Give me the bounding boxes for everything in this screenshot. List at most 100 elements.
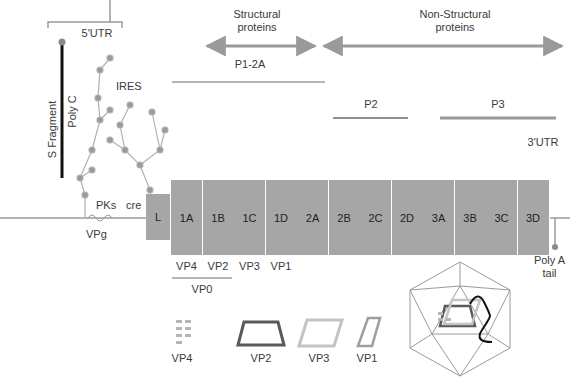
capsid-contents-part: [444, 300, 480, 324]
group-heading: Non-Structural proteins: [405, 8, 505, 34]
vp1-shape: [358, 318, 380, 346]
region-bars-part: [172, 82, 325, 83]
gene-box: 1C: [234, 180, 266, 255]
capsid-icosahedron: [410, 262, 510, 376]
vp3-shape: [299, 320, 342, 346]
region-bars-part: [440, 117, 556, 120]
element-label: IRES: [116, 80, 148, 93]
protein-label: VP1: [352, 352, 382, 365]
s-fragment-bar-part: [61, 44, 64, 178]
gene-name: 2B: [337, 212, 350, 224]
gene-name: 2C: [368, 212, 382, 224]
gene-name: 1C: [242, 212, 256, 224]
rna-structure-part: [122, 147, 128, 153]
protein-label: VP2: [241, 352, 281, 365]
rna-structure-part: [152, 112, 160, 150]
rna-structure-part: [149, 109, 155, 115]
rna-structure-part: [95, 95, 101, 101]
pseudoknots-part: [88, 215, 112, 221]
poly-a-tail-part: [552, 244, 558, 250]
element-label: Poly A tail: [531, 254, 568, 280]
vp4-shape-part: [176, 327, 182, 330]
vp2-shape-part: [238, 322, 284, 345]
capsid-icosahedron-part: [410, 286, 460, 290]
protein-range-arrows: [207, 45, 562, 48]
protein-range-arrows-part: [324, 45, 562, 48]
polyprotein-label: P3: [485, 98, 511, 111]
protein-label: VP4: [171, 260, 202, 273]
rna-structure-part: [82, 192, 88, 198]
capsid-contents-part: [438, 318, 443, 321]
rna-structure-part: [162, 127, 168, 133]
protein-range-arrows-part: [207, 45, 315, 48]
gene-box: 1B: [203, 180, 235, 255]
element-label: cre: [126, 199, 148, 212]
gene-box: 3C: [486, 180, 518, 255]
gene-name: 3C: [494, 212, 508, 224]
rna-structure-part: [89, 167, 95, 173]
rna-structure-part: [127, 102, 133, 108]
capsid-icosahedron-part: [460, 262, 461, 286]
gene-name: 2A: [306, 212, 319, 224]
gene-box: 2D: [392, 180, 424, 255]
region-bars-part: [172, 278, 232, 279]
vp4-shape-part: [185, 327, 191, 330]
gene-name: 1A: [180, 212, 193, 224]
vp4-shape-part: [176, 334, 182, 337]
vp4-shape-part: [176, 341, 182, 344]
capsid-icosahedron-part: [410, 290, 432, 334]
gene-box: 2B: [329, 180, 361, 255]
rna-structure-part: [147, 187, 153, 193]
rna-structure-part: [80, 58, 110, 218]
rna-structure-part: [157, 147, 163, 153]
polyprotein-label: P2: [358, 98, 384, 111]
vp1-shape-part: [358, 318, 380, 346]
poly-a-tail: [552, 218, 558, 250]
s-fragment-bar-part: [59, 39, 66, 46]
region-label: 3'UTR: [522, 136, 564, 149]
rna-structure-part: [97, 117, 103, 123]
protein-label: VP0: [172, 283, 232, 296]
element-label: PKs: [96, 199, 120, 212]
capsid-icosahedron-part: [460, 286, 510, 290]
rna-structure-part: [107, 137, 113, 143]
gene-box: 1A: [171, 180, 203, 255]
region-bars: [172, 82, 556, 278]
rna-structure-part: [97, 67, 103, 73]
capsid-icosahedron-part: [432, 334, 460, 376]
gene-box: 1D: [266, 180, 298, 255]
gene-name: 1B: [211, 212, 224, 224]
gene-box: 3A: [423, 180, 455, 255]
utr-bracket: [48, 0, 122, 28]
gene-box: 3B: [455, 180, 487, 255]
s-fragment-bar: [59, 39, 66, 179]
vp4-shape-part: [185, 334, 191, 337]
capsid-icosahedron-part: [432, 286, 488, 334]
protein-label: VP3: [299, 352, 339, 365]
capsid-icosahedron-part: [488, 290, 510, 334]
gene-name: 3B: [463, 212, 476, 224]
capsid-icosahedron-part: [410, 262, 510, 376]
vp4-shape: [176, 320, 191, 344]
gene-box: 3D: [518, 180, 550, 255]
protein-label: VP3: [234, 260, 265, 273]
gene-name: 2D: [400, 212, 414, 224]
vp2-shape: [238, 322, 284, 345]
rna-structure-part: [107, 107, 113, 113]
pseudoknots: [88, 215, 112, 221]
capsid-icosahedron-part: [410, 334, 432, 348]
rna-structure-part: [89, 147, 95, 153]
region-label: Poly C: [66, 87, 79, 137]
gene-name: 3A: [432, 212, 445, 224]
rna-structure-part: [140, 130, 165, 165]
gene-box: 2C: [360, 180, 392, 255]
group-heading: Structural proteins: [222, 8, 292, 34]
gene-name: 1D: [274, 212, 288, 224]
capsid-contents-part: [446, 318, 451, 321]
rna-structure-part: [107, 55, 113, 61]
vp4-shape-part: [185, 320, 191, 323]
utr-bracket-part: [109, 0, 111, 22]
capsid-contents-part: [470, 296, 492, 342]
gene-box: 2A: [297, 180, 329, 255]
